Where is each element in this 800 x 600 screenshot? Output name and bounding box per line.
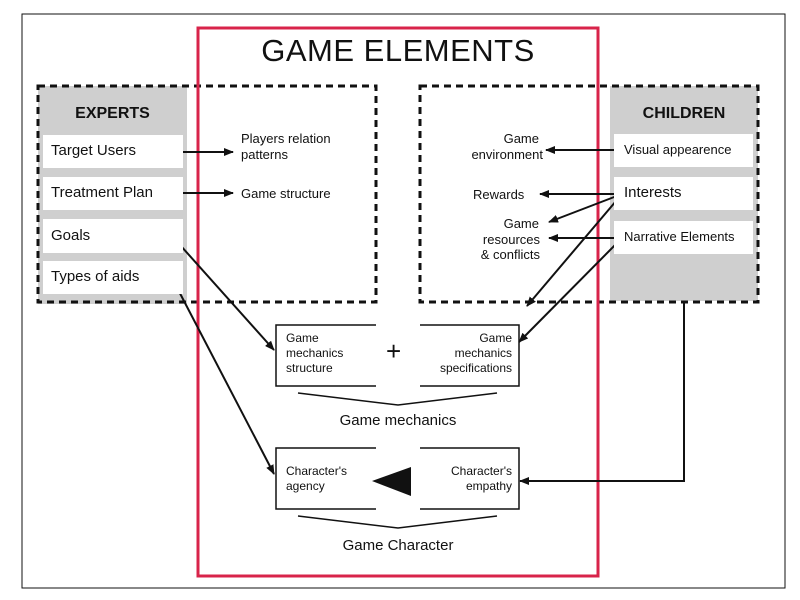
players-relation-line2: patterns (241, 146, 288, 162)
game-environment-line1: Game (503, 131, 539, 146)
expert-item-treatment-plan: Treatment Plan (43, 177, 183, 210)
character-caption: Game Character (342, 537, 454, 554)
game-resources-line2: resources (482, 231, 540, 247)
mechanics-brace (297, 392, 498, 406)
mechanics-structure-label: Game mechanics structure (286, 331, 343, 376)
expert-item-label: Treatment Plan (51, 184, 153, 201)
experts-header: EXPERTS (75, 105, 150, 122)
players-relation-line1: Players relation (241, 131, 331, 146)
child-item-label: Interests (624, 184, 682, 201)
arrow-interests-specs (526, 193, 623, 307)
mechanics-left-bracket (275, 324, 376, 387)
game-resources-line3: & conflicts (480, 247, 540, 263)
character-agency-line2: agency (286, 479, 325, 493)
character-empathy-label: Character's empathy (424, 464, 512, 494)
right-dashed-group (418, 84, 760, 304)
game-resources-line1: Game (503, 216, 539, 231)
game-environment-line2: environment (471, 146, 543, 162)
character-empathy-line2: empathy (465, 479, 512, 493)
game-environment-label: Game environment (455, 131, 545, 162)
expert-item-label: Types of aids (51, 268, 140, 285)
child-item-narrative-elements: Narrative Elements (614, 221, 753, 254)
expert-item-types-of-aids: Types of aids (43, 261, 183, 294)
child-item-visual-appearence: Visual appearence (614, 134, 753, 167)
mechanics-structure-line2: mechanics (286, 346, 344, 360)
arrow-goals (171, 235, 275, 351)
mechanics-specifications-label: Game mechanics specifications (424, 331, 512, 376)
child-item-interests: Interests (614, 177, 753, 210)
mechanics-right-bracket (420, 324, 520, 387)
character-brace (297, 515, 498, 529)
mechanics-caption: Game mechanics (339, 412, 457, 429)
arrow-types-of-aids (171, 277, 275, 475)
character-agency-label: Character's agency (286, 464, 347, 494)
character-triangle (372, 467, 411, 496)
players-relation-label: Players relation patterns (241, 131, 331, 162)
left-dashed-group (36, 84, 378, 304)
mechanics-specifications-line1: Game (479, 331, 512, 345)
expert-item-label: Target Users (51, 142, 137, 159)
arrow-narrative-specs (518, 237, 623, 343)
character-empathy-line1: Character's (451, 464, 512, 478)
rewards-label: Rewards (473, 187, 525, 202)
expert-item-goals: Goals (43, 219, 183, 253)
child-item-label: Narrative Elements (624, 229, 735, 244)
arrow-interests-resources (548, 193, 623, 223)
character-left-bracket (275, 447, 376, 510)
plus-sign: + (386, 336, 402, 366)
expert-item-label: Goals (51, 227, 91, 244)
character-agency-line1: Character's (286, 464, 347, 478)
outer-border (21, 13, 786, 589)
mechanics-specifications-line2: mechanics (454, 346, 512, 360)
game-elements-frame (196, 26, 600, 578)
mechanics-structure-line1: Game (286, 331, 319, 345)
children-header: CHILDREN (642, 105, 726, 122)
expert-item-target-users: Target Users (43, 135, 183, 168)
game-structure-label: Game structure (241, 186, 331, 201)
mechanics-specifications-line3: specifications (439, 361, 512, 375)
child-item-label: Visual appearence (624, 142, 732, 157)
game-resources-label: Game resources & conflicts (458, 216, 548, 263)
mechanics-structure-line3: structure (286, 361, 333, 375)
arrow-children-empathy (519, 302, 685, 485)
character-right-bracket (420, 447, 520, 510)
diagram-title: GAME ELEMENTS (261, 33, 535, 68)
